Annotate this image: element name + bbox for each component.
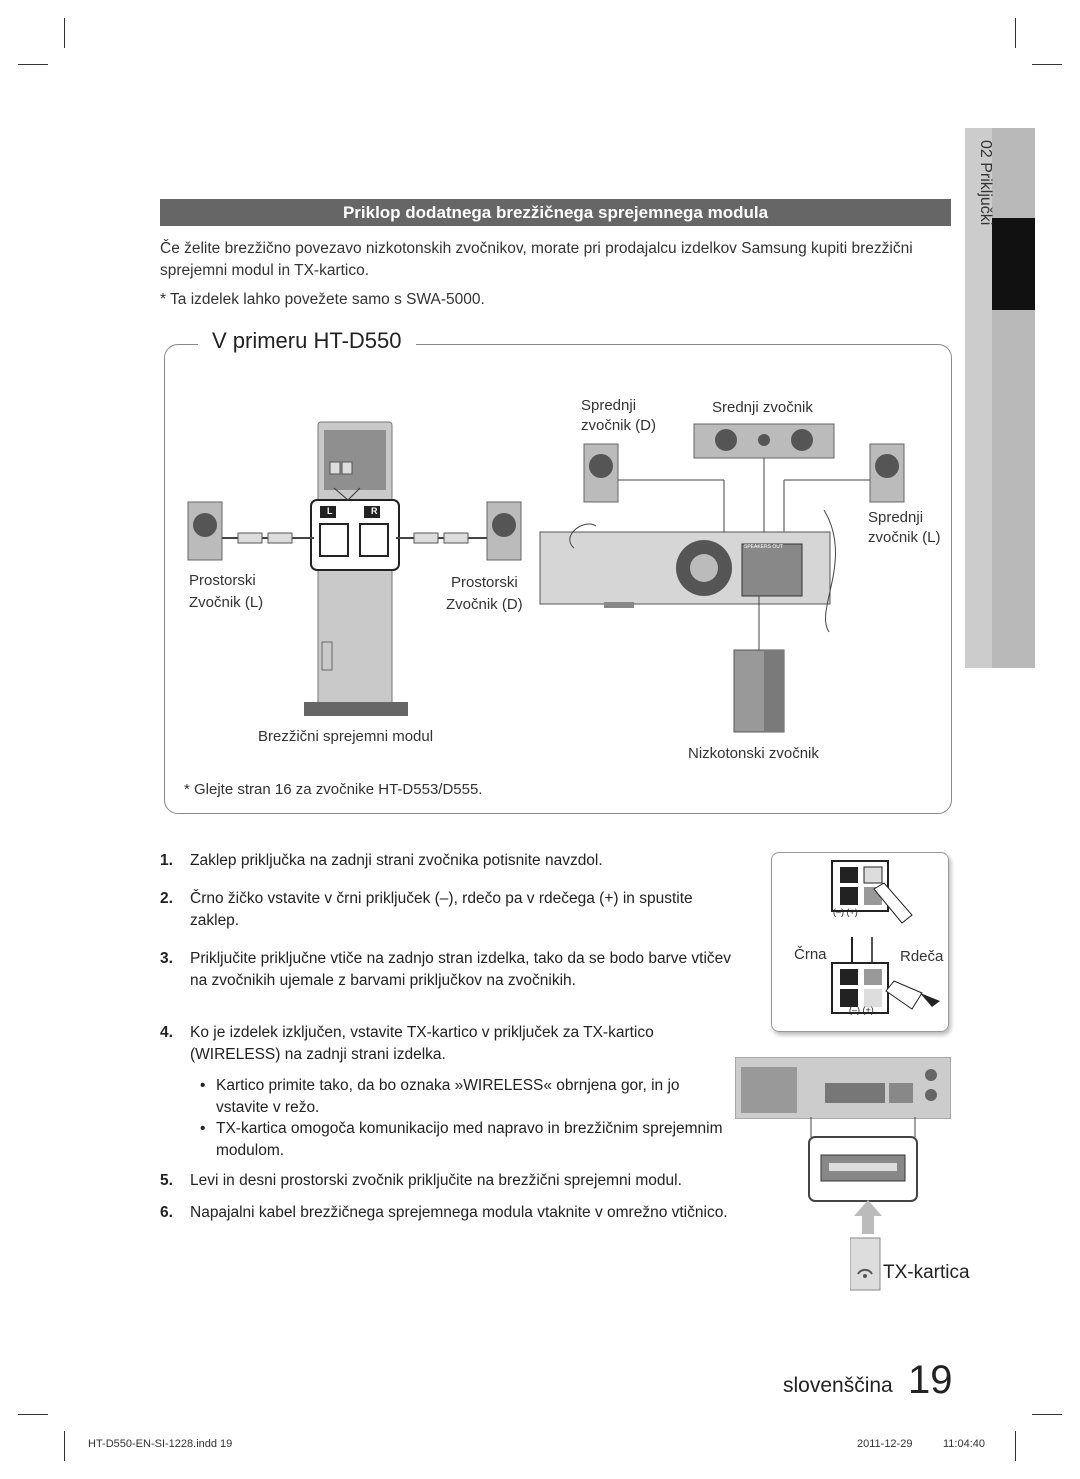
label-front-left: Sprednji zvočnik (L) (868, 509, 941, 546)
step-text: Ko je izdelek izključen, vstavite TX-kar… (190, 1024, 654, 1063)
tx-slot-zoom (808, 1117, 918, 1202)
chapter-label: 02 Priključki (977, 140, 994, 226)
label-front-right: Sprednji zvočnik (D) (581, 397, 657, 434)
step-number: 2. (160, 890, 173, 907)
example-title: V primeru HT-D550 (198, 328, 416, 354)
intro-text: Če želite brezžično povezavo nizkotonski… (160, 240, 913, 279)
step-number: 5. (160, 1172, 173, 1189)
crop-mark (64, 18, 65, 48)
step-text: Napajalni kabel brezžičnega sprejemnega … (190, 1204, 728, 1221)
connector-closeup (771, 852, 949, 1032)
footer-date: 2011-12-29 (857, 1438, 913, 1450)
label-r: R (371, 506, 378, 516)
example-frame (164, 344, 952, 814)
footer-file: HT-D550-EN-SI-1228.indd 19 (88, 1438, 233, 1450)
label-subwoofer: Nizkotonski zvočnik (688, 745, 819, 762)
compat-note: * Ta izdelek lahko povežete samo s SWA-5… (160, 291, 485, 308)
step-text: Priključite priključne vtiče na zadnjo s… (190, 950, 732, 989)
label-center: Srednji zvočnik (712, 399, 813, 416)
label-surround-left-1: Prostorski (189, 572, 256, 589)
crop-mark (18, 1414, 48, 1415)
polarity-label-2: (–) (+) (849, 1005, 874, 1015)
connection-diagram (187, 421, 905, 733)
label-surround-left-2: Zvočnik (L) (189, 594, 264, 611)
crop-mark (18, 64, 48, 65)
crop-mark (64, 1431, 65, 1461)
wireless-module-illustration (304, 421, 408, 716)
example-footnote: * Glejte stran 16 za zvočnike HT-D553/D5… (184, 781, 483, 798)
chapter-tab-marker (992, 218, 1035, 310)
step-number: 6. (160, 1204, 173, 1221)
front-right-speaker-illustration (583, 443, 725, 588)
label-speakers-out: SPEAKERS OUT (744, 544, 783, 550)
section-title: Priklop dodatnega brezžičnega sprejemneg… (160, 199, 951, 226)
bullet-dot: • (200, 1120, 206, 1137)
crop-mark (1032, 64, 1062, 65)
crop-mark (1015, 1431, 1016, 1461)
crop-mark (1015, 18, 1016, 48)
chapter-tab-strip (992, 128, 1035, 668)
subwoofer-illustration (733, 596, 785, 733)
step-text: Črno žičko vstavite v črni priključek (–… (190, 890, 693, 929)
label-surround-right-1: Prostorski (451, 574, 518, 591)
step-number: 4. (160, 1024, 173, 1041)
surround-right-speaker-illustration (396, 501, 522, 561)
label-wireless-module: Brezžični sprejemni modul (258, 728, 434, 745)
label-surround-right-2: Zvočnik (D) (446, 596, 523, 613)
connector-illustration (831, 860, 940, 1014)
step-number: 3. (160, 950, 173, 967)
step-text: Levi in desni prostorski zvočnik priklju… (190, 1172, 682, 1189)
page-language: slovenščina (783, 1374, 893, 1397)
back-panel-illustration (735, 1057, 951, 1119)
bullet-text: TX-kartica omogoča komunikacijo med napr… (216, 1120, 723, 1159)
surround-left-speaker-illustration (187, 501, 314, 561)
crop-mark (1032, 1414, 1062, 1415)
tx-card-label: TX-kartica (883, 1262, 970, 1283)
step-text: Zaklep priključka na zadnji strani zvočn… (190, 852, 603, 869)
polarity-label-1: (–) (+) (833, 907, 858, 917)
bullet-text: Kartico primite tako, da bo oznaka »WIRE… (216, 1077, 680, 1116)
front-left-speaker-illustration (783, 443, 905, 588)
page-number: 19 (908, 1358, 953, 1402)
label-l: L (327, 506, 333, 516)
step-number: 1. (160, 852, 173, 869)
bullet-dot: • (200, 1077, 206, 1094)
center-speaker-illustration (693, 423, 835, 588)
footer-time: 11:04:40 (943, 1438, 986, 1450)
insert-arrow-and-card (850, 1200, 882, 1291)
main-unit-illustration (539, 509, 836, 633)
black-label: Črna (794, 946, 827, 963)
red-label: Rdeča (900, 948, 944, 965)
